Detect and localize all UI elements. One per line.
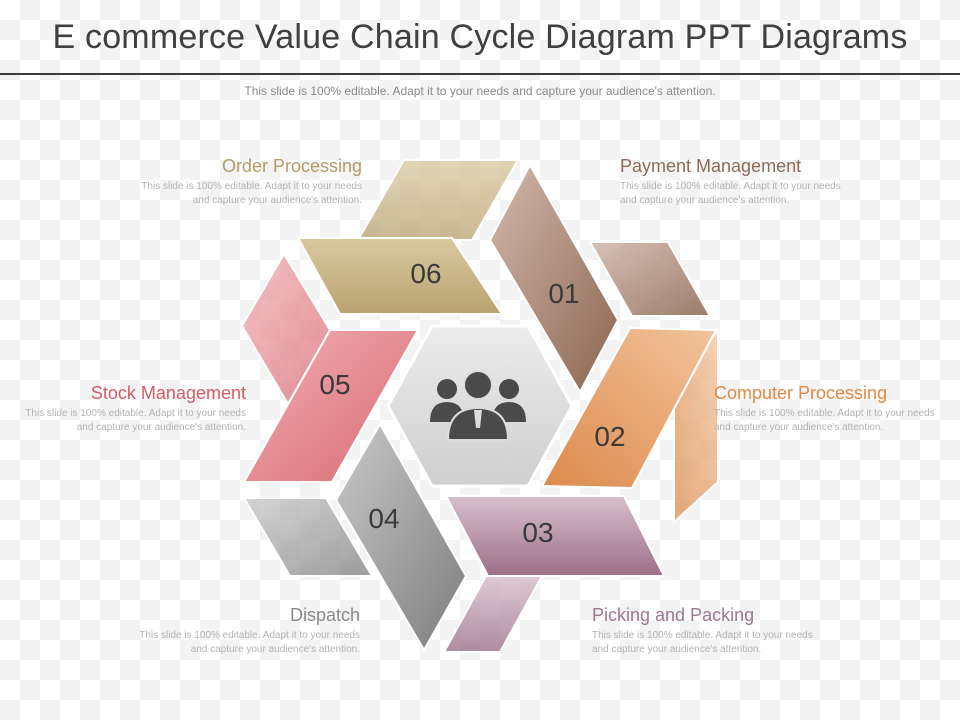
people-group-icon: [430, 370, 526, 441]
label-body: This slide is 100% editable. Adapt it to…: [620, 181, 841, 206]
segment-number-01: 01: [548, 278, 579, 309]
label-body: This slide is 100% editable. Adapt it to…: [592, 630, 813, 655]
segment-number-02: 02: [594, 421, 625, 452]
title-divider: [0, 73, 960, 75]
label-dispatch: Dispatch This slide is 100% editable. Ad…: [130, 605, 360, 657]
label-body: This slide is 100% editable. Adapt it to…: [139, 630, 360, 655]
label-title: Dispatch: [289, 605, 360, 625]
label-body: This slide is 100% editable. Adapt it to…: [141, 181, 362, 206]
label-payment-management: Payment Management This slide is 100% ed…: [620, 156, 850, 208]
label-picking-packing: Picking and Packing This slide is 100% e…: [592, 605, 822, 657]
label-title: Stock Management: [90, 383, 246, 403]
segment-06: [296, 159, 520, 315]
segment-01: [488, 162, 712, 395]
label-order-processing: Order Processing This slide is 100% edit…: [132, 156, 362, 208]
page-title: E commerce Value Chain Cycle Diagram PPT…: [52, 18, 908, 56]
label-stock-management: Stock Management This slide is 100% edit…: [16, 383, 246, 435]
label-body: This slide is 100% editable. Adapt it to…: [25, 408, 246, 433]
label-computer-processing: Computer Processing This slide is 100% e…: [714, 383, 944, 435]
segment-number-05: 05: [319, 369, 350, 400]
page-subtitle: This slide is 100% editable. Adapt it to…: [244, 84, 716, 98]
center-hexagon: [386, 324, 574, 488]
segment-02: [540, 326, 719, 525]
label-body: This slide is 100% editable. Adapt it to…: [714, 408, 935, 433]
label-title: Picking and Packing: [592, 605, 755, 625]
segment-number-03: 03: [522, 517, 553, 548]
segment-number-04: 04: [368, 503, 399, 534]
label-title: Order Processing: [221, 156, 362, 176]
label-title: Payment Management: [620, 156, 802, 176]
segment-04: [242, 421, 468, 653]
segment-number-06: 06: [410, 258, 441, 289]
segment-05: [240, 252, 420, 483]
segment-03: [442, 495, 666, 653]
label-title: Computer Processing: [714, 383, 888, 403]
